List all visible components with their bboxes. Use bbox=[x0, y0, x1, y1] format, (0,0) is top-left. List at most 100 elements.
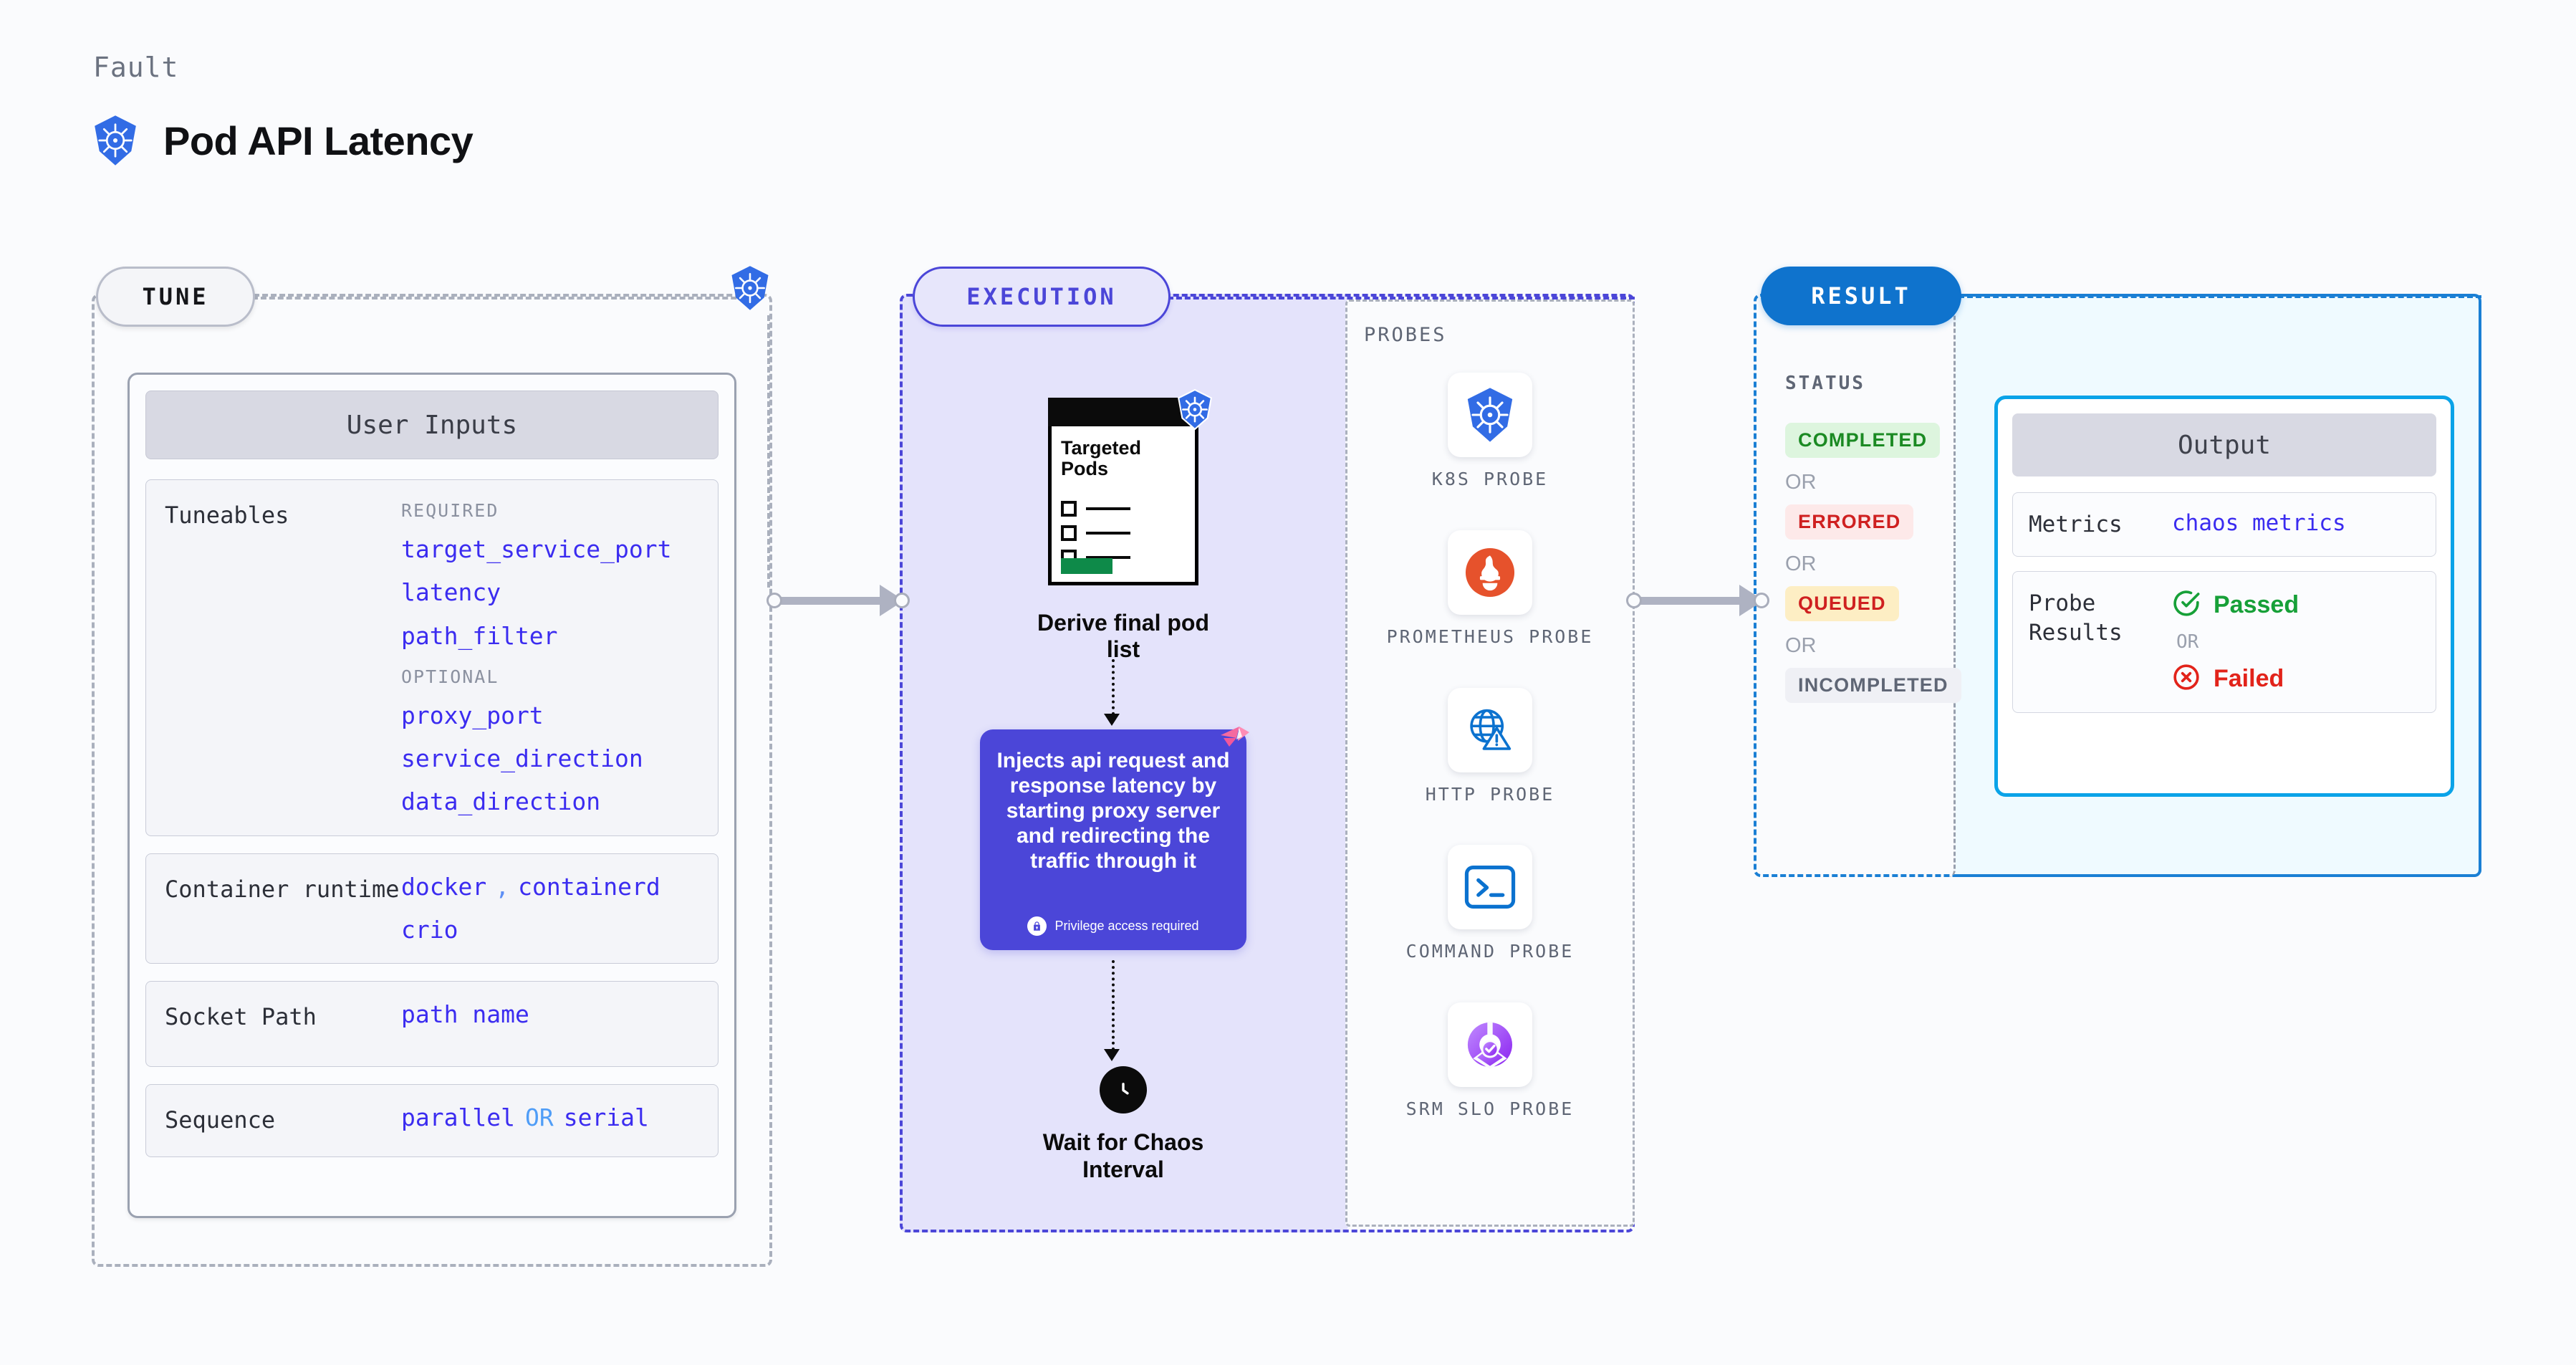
x-circle-icon bbox=[2172, 663, 2201, 695]
privilege-note: Privilege access required bbox=[1027, 916, 1199, 939]
probe-label-prometheus: PROMETHEUS PROBE bbox=[1386, 626, 1594, 647]
status-label: STATUS bbox=[1785, 373, 1865, 394]
user-inputs-title: User Inputs bbox=[145, 391, 719, 459]
passed-label: Passed bbox=[2214, 591, 2299, 619]
row-key-socket-path: Socket Path bbox=[165, 1003, 317, 1031]
tuneable-service-direction[interactable]: service_direction bbox=[401, 744, 643, 773]
status-divider bbox=[1754, 294, 1956, 877]
probe-label-srm-slo: SRM SLO PROBE bbox=[1405, 1098, 1575, 1119]
wait-interval-node: Wait for Chaos Interval bbox=[1023, 1066, 1224, 1184]
connector-node-end bbox=[894, 593, 910, 608]
connector-tune-to-execution bbox=[766, 585, 910, 616]
probe-srm-slo[interactable]: SRM SLO PROBE bbox=[1345, 1002, 1635, 1121]
status-or-1: OR bbox=[1785, 471, 1817, 494]
tuneable-data-direction[interactable]: data_direction bbox=[401, 787, 601, 816]
sequence-serial[interactable]: serial bbox=[563, 1103, 649, 1132]
output-card: Output Metrics chaos metrics Probe Resul… bbox=[1994, 396, 2454, 797]
status-or-2: OR bbox=[1785, 552, 1817, 575]
clock-icon bbox=[1100, 1066, 1147, 1113]
probe-result-failed: Failed bbox=[2172, 663, 2420, 695]
targeted-pods-document-icon: Targeted Pods bbox=[1048, 388, 1212, 585]
probes-label: PROBES bbox=[1364, 324, 1447, 346]
status-badge-errored: ERRORED bbox=[1785, 504, 1914, 540]
connector-bar bbox=[781, 596, 883, 605]
targeted-pods-title: Targeted Pods bbox=[1061, 437, 1142, 480]
kubernetes-icon bbox=[729, 265, 771, 315]
probe-k8s[interactable]: K8S PROBE bbox=[1345, 373, 1635, 492]
connector-node-end bbox=[1754, 593, 1769, 608]
tune-badge[interactable]: TUNE bbox=[96, 267, 255, 327]
socket-path-value[interactable]: path name bbox=[401, 1000, 529, 1029]
metrics-value[interactable]: chaos metrics bbox=[2172, 510, 2346, 536]
status-list: COMPLETED OR ERRORED OR QUEUED OR INCOMP… bbox=[1785, 416, 1964, 710]
execution-badge[interactable]: EXECUTION bbox=[913, 267, 1171, 327]
tuneable-target-service-port[interactable]: target_service_port bbox=[401, 535, 672, 563]
page-title-row: Pod API Latency bbox=[92, 115, 474, 166]
probe-result-or: OR bbox=[2176, 631, 2199, 653]
inject-latency-card: Injects api request and response latency… bbox=[980, 727, 1249, 950]
runtime-separator: , bbox=[495, 872, 510, 901]
tuneables-row: Tuneables REQUIRED target_service_port l… bbox=[145, 479, 719, 836]
probe-results-key: Probe Results bbox=[2029, 590, 2123, 646]
optional-label: OPTIONAL bbox=[401, 666, 499, 687]
status-badge-completed: COMPLETED bbox=[1785, 423, 1941, 458]
runtime-docker[interactable]: docker bbox=[401, 872, 487, 901]
tuneable-proxy-port[interactable]: proxy_port bbox=[401, 701, 544, 729]
prometheus-icon bbox=[1448, 530, 1532, 615]
output-title: Output bbox=[2012, 413, 2436, 476]
container-runtime-row: Container runtime docker , containerd cr… bbox=[145, 853, 719, 964]
probe-label-command: COMMAND PROBE bbox=[1405, 941, 1575, 962]
failed-label: Failed bbox=[2214, 665, 2284, 693]
execution-dash-line bbox=[1168, 297, 1635, 300]
probe-results-row: Probe Results Passed OR bbox=[2012, 571, 2436, 714]
flow-arrow-2 bbox=[1104, 1049, 1120, 1061]
result-dash-line bbox=[1959, 295, 2481, 298]
terminal-icon bbox=[1448, 845, 1532, 930]
runtime-crio[interactable]: crio bbox=[401, 916, 458, 944]
kubernetes-icon bbox=[1448, 373, 1532, 457]
litmus-chaos-icon bbox=[1218, 722, 1252, 760]
kubernetes-icon bbox=[1176, 388, 1213, 434]
sequence-parallel[interactable]: parallel bbox=[401, 1103, 515, 1132]
metrics-row: Metrics chaos metrics bbox=[2012, 492, 2436, 557]
flow-arrow-1 bbox=[1104, 714, 1120, 726]
user-inputs-card: User Inputs Tuneables REQUIRED target_se… bbox=[128, 373, 736, 1218]
sequence-or: OR bbox=[524, 1103, 554, 1132]
sequence-row: Sequence parallel OR serial bbox=[145, 1084, 719, 1157]
probe-prometheus[interactable]: PROMETHEUS PROBE bbox=[1345, 530, 1635, 649]
privilege-text: Privilege access required bbox=[1054, 919, 1199, 933]
row-key-tuneables: Tuneables bbox=[165, 502, 289, 529]
kubernetes-drop-line bbox=[767, 315, 770, 588]
globe-warning-icon bbox=[1448, 687, 1532, 772]
page-title: Pod API Latency bbox=[163, 118, 474, 163]
probe-command[interactable]: COMMAND PROBE bbox=[1345, 845, 1635, 964]
flow-connector-1 bbox=[1112, 659, 1115, 715]
tuneable-latency[interactable]: latency bbox=[401, 578, 501, 607]
result-badge[interactable]: RESULT bbox=[1761, 267, 1961, 325]
eyebrow-label: Fault bbox=[93, 52, 179, 83]
runtime-containerd[interactable]: containerd bbox=[518, 872, 660, 901]
tune-section-frame bbox=[92, 294, 772, 1267]
probe-label-k8s: K8S PROBE bbox=[1431, 469, 1549, 489]
kubernetes-icon bbox=[92, 115, 139, 166]
tune-dash-line bbox=[252, 297, 762, 300]
connector-node-start bbox=[1626, 593, 1642, 608]
probe-result-passed: Passed bbox=[2172, 589, 2420, 621]
metrics-key: Metrics bbox=[2029, 512, 2123, 537]
probe-label-http: HTTP PROBE bbox=[1425, 783, 1555, 805]
flow-connector-2 bbox=[1112, 960, 1115, 1050]
srm-slo-icon bbox=[1448, 1002, 1532, 1087]
inject-description: Injects api request and response latency… bbox=[996, 749, 1230, 873]
wait-interval-caption: Wait for Chaos Interval bbox=[1042, 1129, 1204, 1182]
required-label: REQUIRED bbox=[401, 500, 499, 521]
targeted-pods-node: Targeted Pods bbox=[1023, 388, 1224, 663]
probe-http[interactable]: HTTP PROBE bbox=[1345, 687, 1635, 807]
connector-bar bbox=[1640, 596, 1742, 605]
check-circle-icon bbox=[2172, 589, 2201, 621]
socket-path-row: Socket Path path name bbox=[145, 981, 719, 1068]
probes-list: K8S PROBE PROMETHEUS PROBE bbox=[1345, 373, 1635, 1121]
tuneable-path-filter[interactable]: path_filter bbox=[401, 621, 558, 650]
row-key-container-runtime: Container runtime bbox=[165, 875, 400, 903]
connector-node-start bbox=[766, 593, 782, 608]
status-or-3: OR bbox=[1785, 634, 1817, 657]
